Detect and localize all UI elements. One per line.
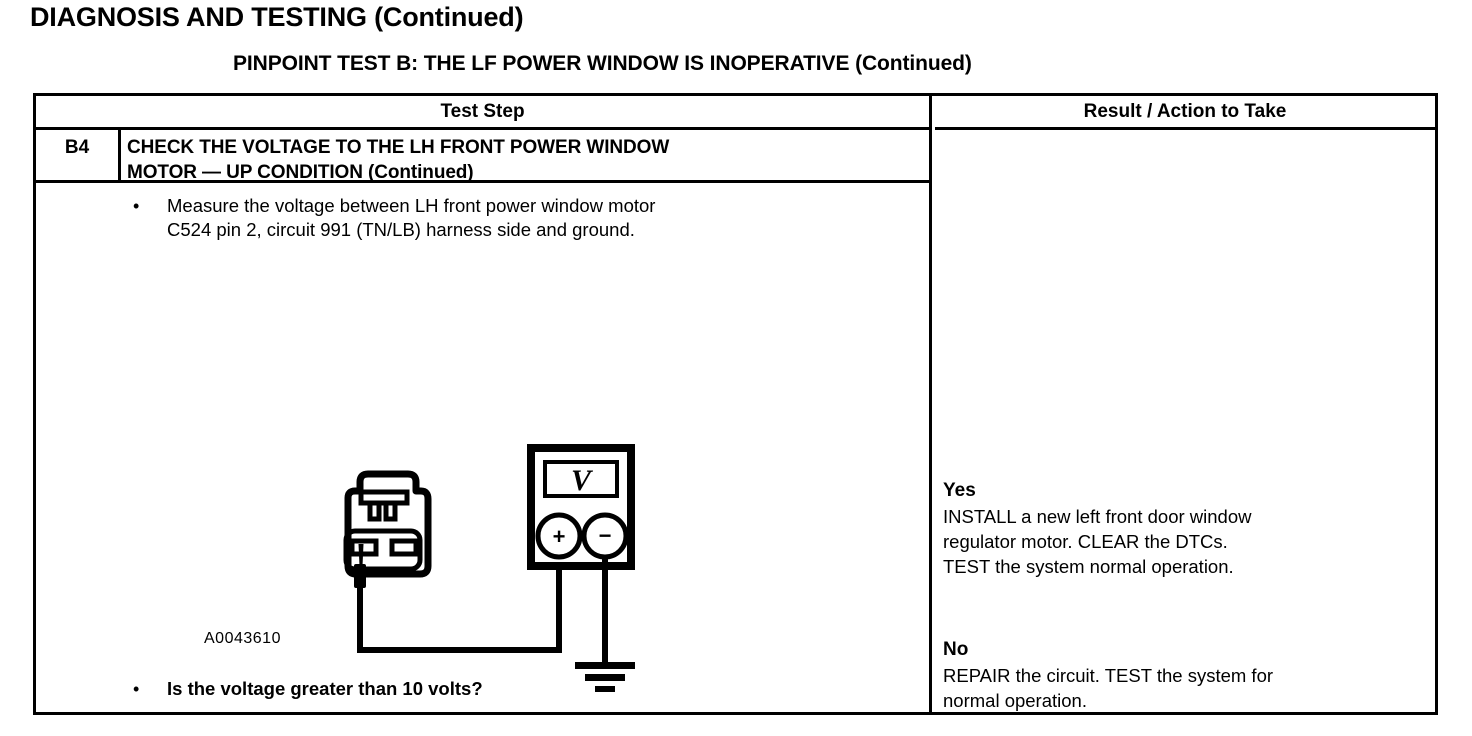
- connector-icon: [344, 470, 432, 578]
- result-no-line-1: REPAIR the circuit. TEST the system for: [943, 665, 1274, 686]
- multimeter-display-value: V: [571, 464, 594, 497]
- test-step-header: Test Step: [36, 96, 929, 130]
- result-no-label: No: [943, 639, 969, 660]
- result-yes-line-2: regulator motor. CLEAR the DTCs.: [943, 531, 1228, 552]
- voltage-measurement-diagram: V + −: [316, 438, 656, 698]
- instruction-bullet: • Measure the voltage between LH front p…: [133, 194, 913, 242]
- question-text: Is the voltage greater than 10 volts?: [167, 678, 483, 699]
- question-bullet: • Is the voltage greater than 10 volts?: [133, 677, 833, 701]
- instruction-text: Measure the voltage between LH front pow…: [167, 194, 655, 242]
- result-yes-line-1: INSTALL a new left front door window: [943, 506, 1252, 527]
- step-title-cell: CHECK THE VOLTAGE TO THE LH FRONT POWER …: [121, 130, 929, 183]
- positive-terminal-label: +: [553, 524, 566, 549]
- bullet-icon: •: [133, 196, 140, 216]
- instruction-line-1: Measure the voltage between LH front pow…: [167, 195, 656, 216]
- figure-code: A0043610: [204, 630, 281, 647]
- result-yes-line-3: TEST the system normal operation.: [943, 556, 1234, 577]
- step-title-line-1: CHECK THE VOLTAGE TO THE LH FRONT POWER …: [127, 137, 670, 158]
- step-header-row: B4 CHECK THE VOLTAGE TO THE LH FRONT POW…: [36, 130, 929, 183]
- instruction-line-2: C524 pin 2, circuit 991 (TN/LB) harness …: [167, 219, 635, 240]
- pinpoint-test-title: PINPOINT TEST B: THE LF POWER WINDOW IS …: [233, 52, 972, 75]
- step-id-cell: B4: [36, 130, 121, 180]
- test-step-header-label: Test Step: [440, 100, 525, 122]
- result-yes-label: Yes: [943, 480, 976, 501]
- multimeter-positive-terminal: [535, 512, 583, 560]
- step-body: • Measure the voltage between LH front p…: [121, 183, 929, 712]
- multimeter-icon: [527, 444, 635, 570]
- test-step-column: Test Step B4 CHECK THE VOLTAGE TO THE LH…: [36, 96, 932, 712]
- page-title: DIAGNOSIS AND TESTING (Continued): [30, 2, 524, 32]
- positive-lead-wire: [357, 566, 562, 653]
- result-action-column: Result / Action to Take Yes INSTALL a ne…: [935, 96, 1435, 712]
- connector-latch-icon: [358, 489, 410, 522]
- result-yes-block: Yes INSTALL a new left front door window…: [943, 478, 1427, 579]
- negative-terminal-label: −: [599, 523, 612, 548]
- ground-symbol-icon: [575, 662, 635, 692]
- bullet-icon: •: [133, 679, 140, 699]
- step-id-label: B4: [64, 137, 90, 158]
- result-action-header-label: Result / Action to Take: [1083, 100, 1287, 122]
- result-no-line-2: normal operation.: [943, 690, 1087, 711]
- multimeter-display: [543, 460, 619, 498]
- pinpoint-test-table: Test Step B4 CHECK THE VOLTAGE TO THE LH…: [33, 93, 1438, 715]
- connector-terminal-housing-icon: [343, 528, 423, 572]
- step-title-line-2: MOTOR — UP CONDITION (Continued): [127, 162, 474, 183]
- result-no-block: No REPAIR the circuit. TEST the system f…: [943, 637, 1427, 713]
- result-action-header: Result / Action to Take: [935, 96, 1435, 130]
- test-probe-icon: [354, 544, 366, 588]
